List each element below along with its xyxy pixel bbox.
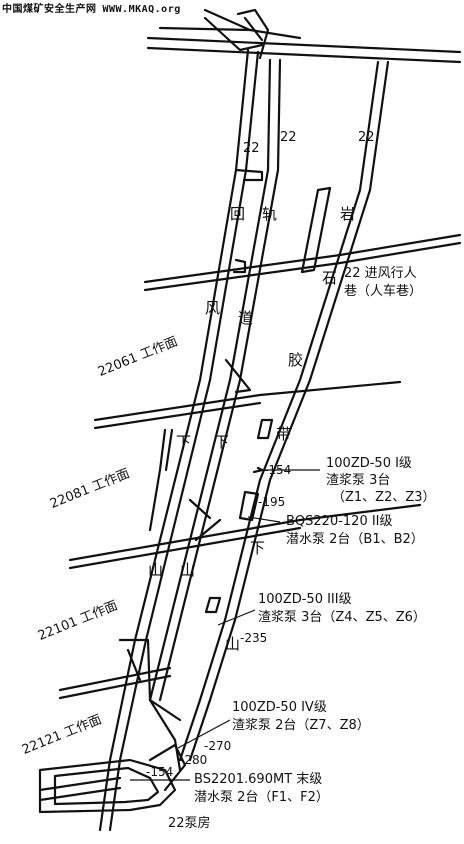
cross-22101 — [58, 666, 172, 700]
rock-char-4: 带 — [276, 425, 292, 443]
return-air-char-3: 道 — [238, 309, 254, 327]
rock-char-3: 胶 — [288, 351, 304, 369]
rock-char-2: 石 — [322, 269, 338, 287]
xia-right-2: 山 — [225, 635, 241, 653]
xia-left-2: 山 — [148, 561, 164, 579]
rock-belt-roadway — [178, 60, 390, 762]
elevation-3: -235 — [240, 631, 268, 645]
pump1-line1: 100ZD-50 I级 — [326, 456, 412, 471]
label-22-left: 22 — [243, 141, 260, 156]
track-roadway — [148, 58, 282, 702]
top-road — [146, 36, 462, 64]
branch-4 — [148, 428, 174, 532]
pump4-line1: 100ZD-50 IV级 — [232, 700, 327, 715]
pump3-line1: 100ZD-50 III级 — [258, 592, 352, 607]
watermark-site: 中国煤矿安全生产网 — [2, 4, 97, 15]
watermark-url: WWW.MKAQ.org — [102, 4, 181, 15]
xia-left-1: 下 — [176, 433, 192, 451]
pump5-line1: BS2201.690MT 末级 — [194, 772, 323, 787]
pump1-line3: （Z1、Z2、Z3） — [332, 490, 436, 505]
track-char-1: 轨 — [262, 205, 278, 223]
top-loop — [236, 8, 270, 60]
lower-link-2 — [148, 698, 182, 772]
leader-pump4 — [177, 719, 231, 749]
cross-22081 — [68, 503, 422, 570]
top-road-2 — [158, 8, 302, 40]
belt-alcove — [300, 186, 332, 274]
lower-link — [118, 638, 182, 722]
xia-mid-2: 山 — [180, 561, 196, 579]
cross-22121 — [38, 776, 122, 802]
return-air-roadway — [98, 48, 260, 832]
pump-room-outline — [38, 758, 177, 814]
xia-mid-1: 下 — [214, 433, 230, 451]
pump-room-label: 22泵房 — [168, 816, 211, 831]
leader-pump2 — [247, 516, 281, 523]
pump5-line2: 潜水泵 2台（F1、F2） — [194, 790, 329, 805]
inlet-lane-line2: 巷（人车巷） — [344, 284, 423, 299]
elevation-4: -270 — [204, 739, 232, 753]
station-154 — [252, 466, 264, 474]
rock-char-1: 岩 — [340, 205, 356, 223]
branch-1 — [234, 168, 264, 182]
pump2-line2: 潜水泵 2台（B1、B2） — [286, 532, 424, 547]
pump-room-inner — [53, 766, 160, 806]
top-wedge — [203, 16, 264, 52]
pump4-line2: 渣浆泵 2台（Z7、Z8） — [232, 718, 370, 733]
elevation-5: -280 — [180, 753, 208, 767]
belt-alcove-4 — [238, 490, 260, 522]
pump2-line1: BQS220-120 II级 — [286, 514, 393, 529]
sump — [148, 743, 187, 792]
cross-22061 — [93, 380, 402, 430]
return-air-char-2: 风 — [205, 299, 221, 317]
label-22-right: 22 — [358, 130, 375, 145]
xia-right-1: 下 — [250, 539, 266, 557]
watermark: 中国煤矿安全生产网 WWW.MKAQ.org — [2, 0, 181, 15]
inlet-lane-line1: 22 进风行人 — [344, 266, 417, 281]
branch-2 — [232, 258, 247, 274]
belt-alcove-3 — [204, 596, 222, 614]
leader-pump3 — [217, 609, 256, 626]
elevation-2: -195 — [258, 495, 286, 509]
belt-alcove-2 — [256, 418, 274, 440]
pump1-line2: 渣浆泵 3台 — [326, 473, 391, 488]
pump3-line2: 渣浆泵 3台（Z4、Z5、Z6） — [258, 610, 426, 625]
label-22-mid: 22 — [280, 130, 297, 145]
branch-3 — [224, 358, 252, 394]
elevation-6: -154 — [146, 765, 174, 779]
elevation-1: -154 — [264, 463, 292, 477]
cross-inlet — [143, 233, 462, 292]
return-air-char-1: 回 — [230, 205, 246, 223]
